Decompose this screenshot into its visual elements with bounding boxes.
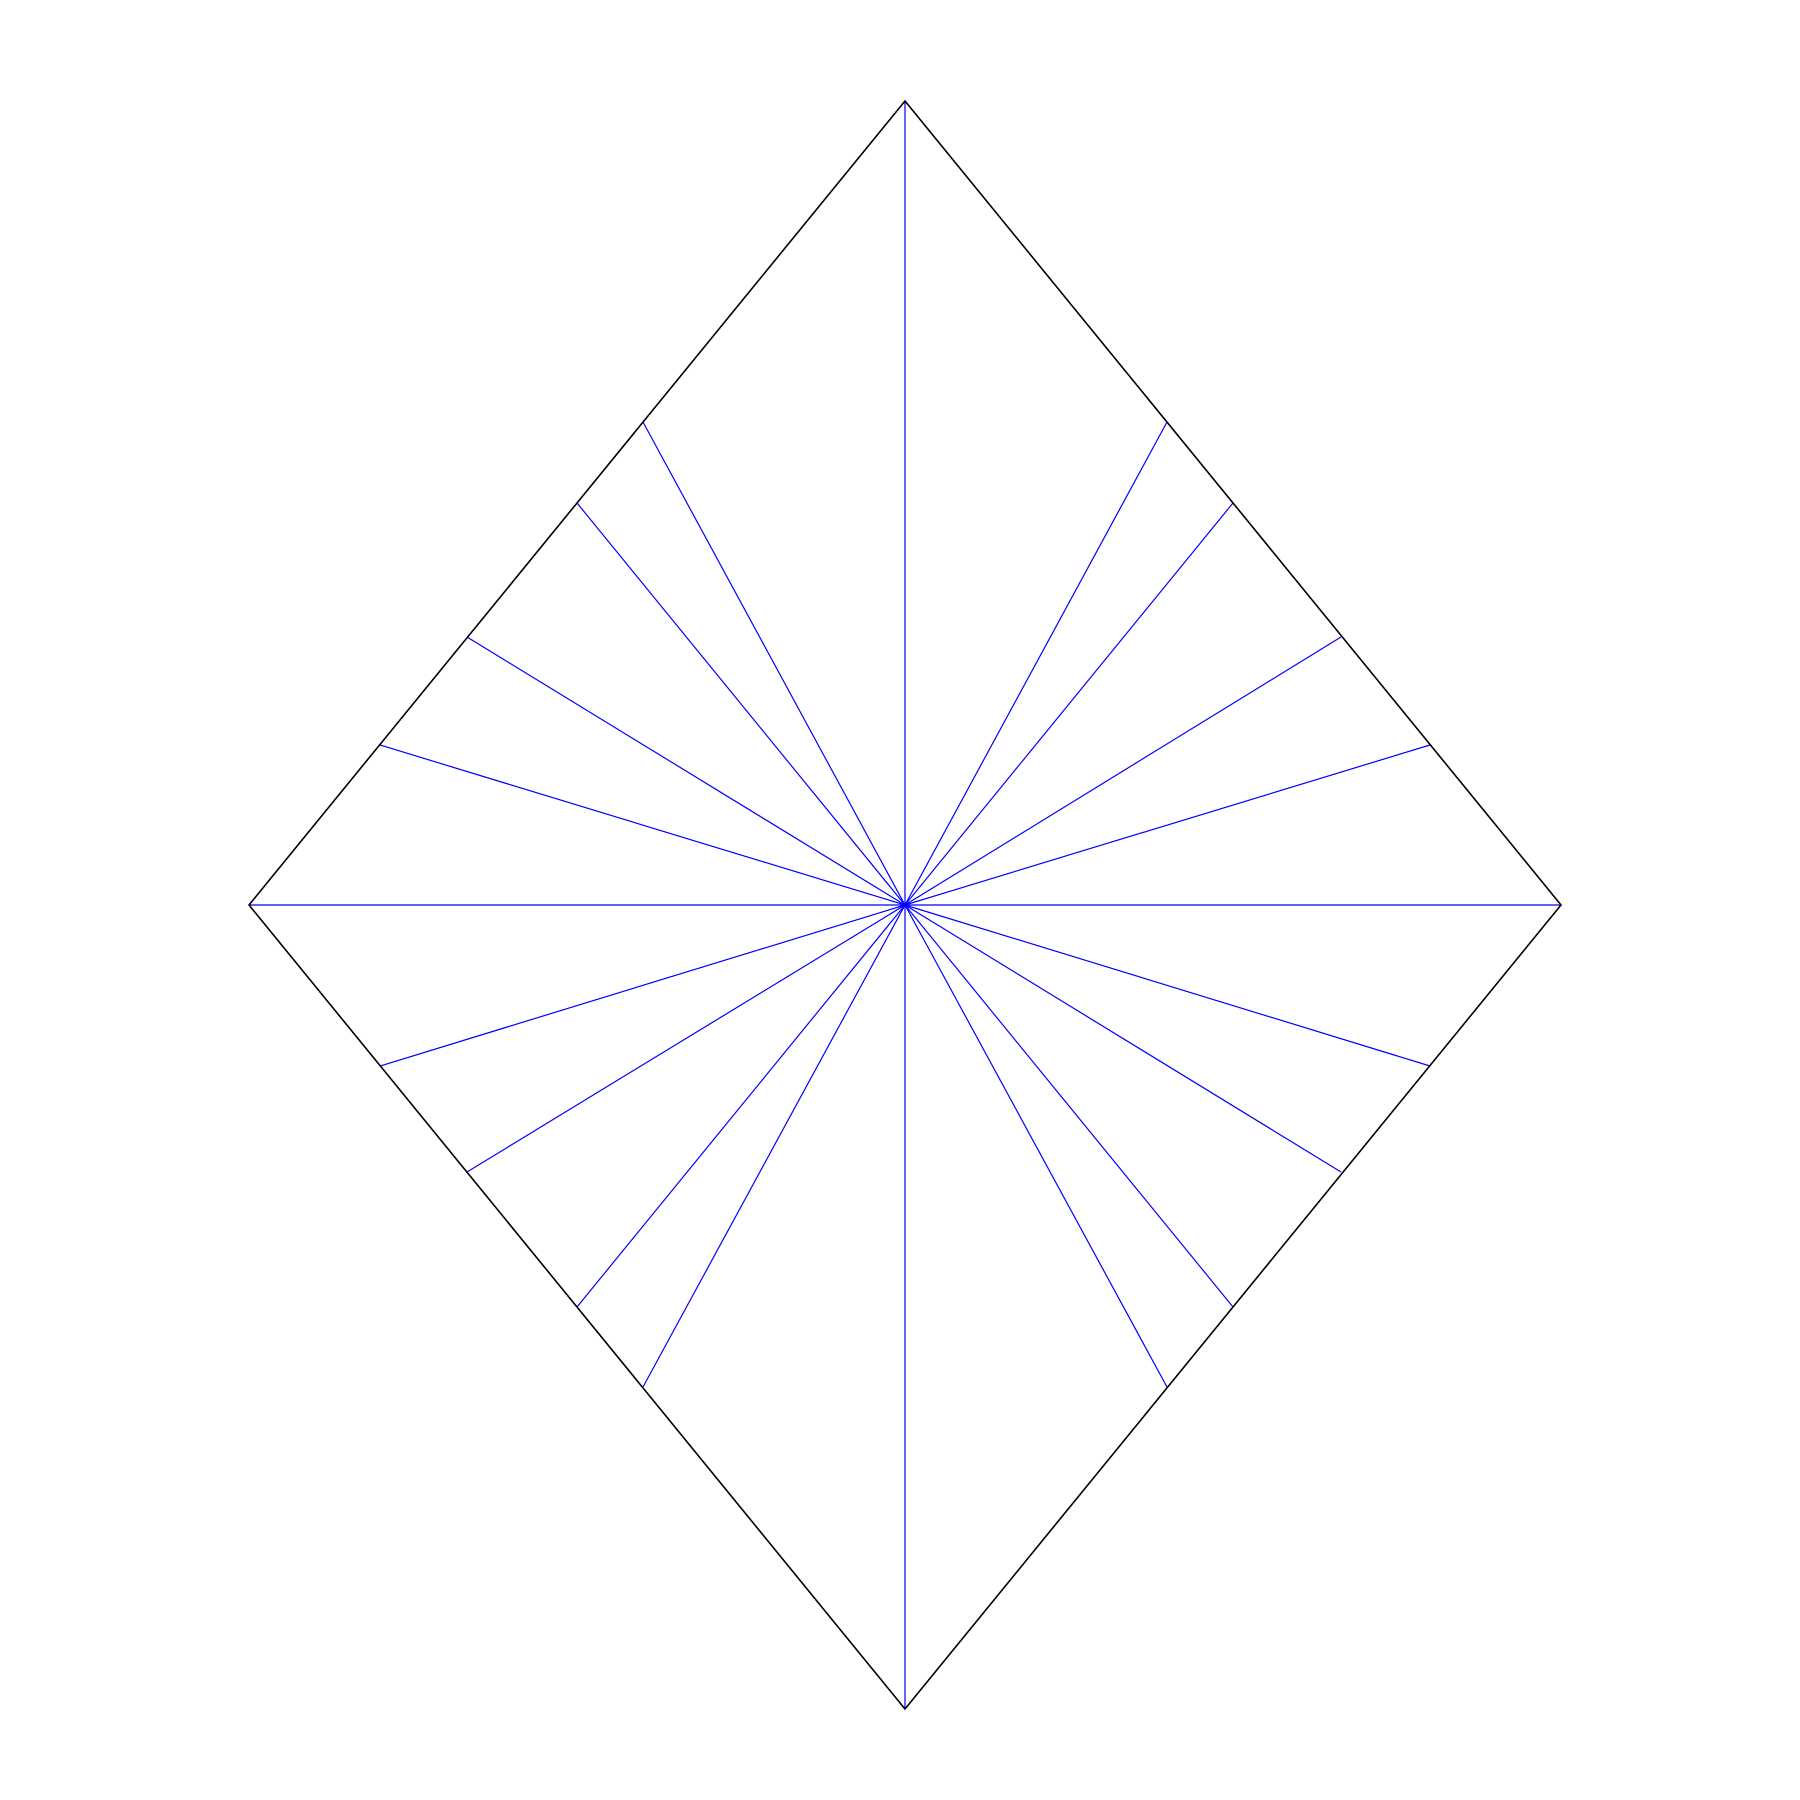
ray-upper-right-1: [904, 421, 1168, 906]
ray-lower-left-2: [466, 904, 906, 1173]
ray-upper-left-3: [466, 636, 906, 906]
ray-upper-left-2: [576, 502, 906, 906]
ray-lower-right-1: [904, 904, 1431, 1067]
ray-lower-right-3: [904, 904, 1234, 1308]
ray-upper-right-3: [904, 636, 1342, 906]
ray-upper-right-4: [904, 744, 1431, 906]
ray-upper-left-1: [642, 421, 906, 906]
radial-rays: [249, 101, 1561, 1709]
ray-lower-left-3: [576, 904, 906, 1308]
ray-lower-right-2: [904, 904, 1342, 1173]
ray-upper-right-2: [904, 502, 1234, 906]
ray-lower-right-4: [904, 904, 1168, 1388]
ray-upper-left-4: [379, 744, 906, 906]
ray-lower-left-4: [642, 904, 906, 1388]
ray-lower-left-1: [379, 904, 906, 1067]
rhombus-outline: [247, 99, 1563, 1711]
